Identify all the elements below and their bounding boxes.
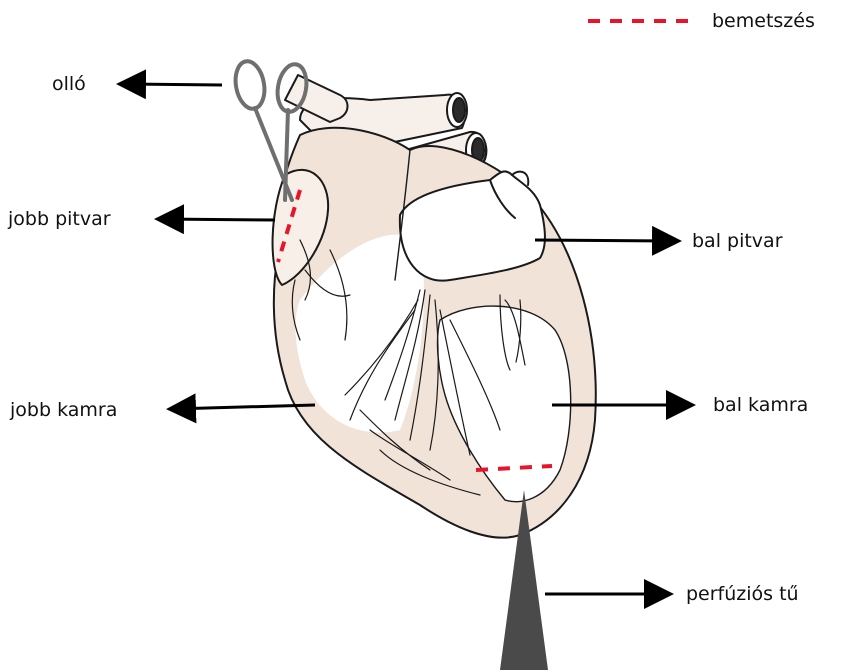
legend-label: bemetszés xyxy=(712,10,815,32)
label-left-ventricle: bal kamra xyxy=(713,394,808,416)
label-perfusion-needle: perfúziós tű xyxy=(686,583,799,605)
label-scissors: olló xyxy=(52,73,86,95)
arrow-right-atrium xyxy=(160,219,275,220)
label-left-atrium: bal pitvar xyxy=(692,230,783,252)
arrow-right-ventricle xyxy=(172,405,315,409)
label-right-atrium: jobb pitvar xyxy=(8,208,111,230)
arrow-scissors xyxy=(122,84,222,85)
superior-vena-cava xyxy=(285,75,348,122)
heart-illustration xyxy=(273,75,596,538)
arrow-left-atrium xyxy=(535,240,676,241)
label-right-ventricle: jobb kamra xyxy=(10,399,117,421)
